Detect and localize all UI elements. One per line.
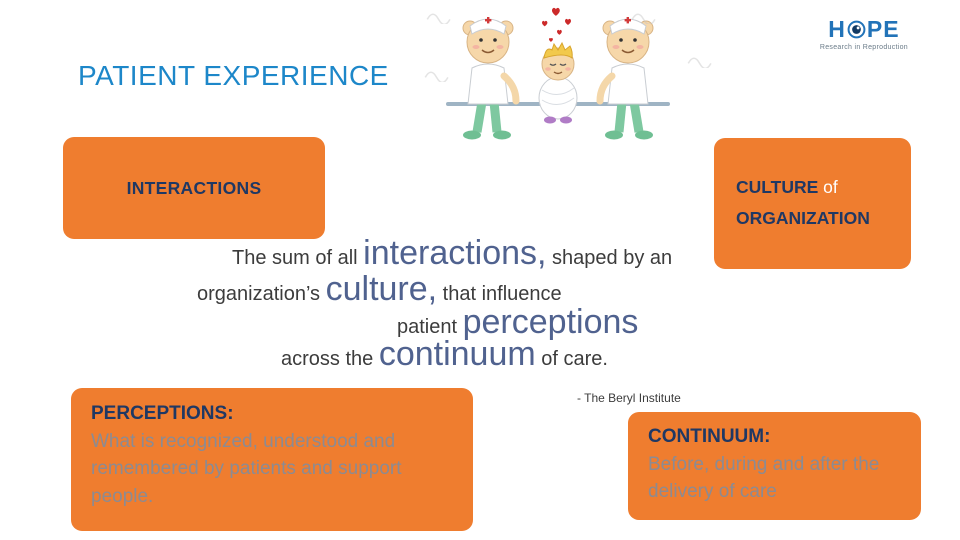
- patient-figure: [538, 41, 578, 124]
- hearts-icon: [542, 7, 571, 42]
- definition-line-4: across the continuum of care.: [281, 335, 608, 374]
- word-culture: culture,: [325, 270, 438, 308]
- watermark-squiggle-icon: [687, 57, 712, 68]
- organization-label: ORGANIZATION: [736, 208, 870, 228]
- continuum-box: CONTINUUM: Before, during and after the …: [628, 412, 921, 520]
- interactions-box: INTERACTIONS: [63, 137, 325, 239]
- perceptions-box: PERCEPTIONS: What is recognized, underst…: [71, 388, 473, 531]
- definition-text: patient: [397, 316, 463, 338]
- eye-icon: [847, 20, 866, 39]
- culture-of-organization-box: CULTURE of ORGANIZATION: [714, 138, 911, 269]
- clipart-nurses-and-patient-icon: [446, 7, 670, 144]
- culture-line-1: CULTURE of: [736, 172, 911, 203]
- logo-subtext: Research in Reproduction: [819, 44, 908, 51]
- word-perceptions: perceptions: [462, 303, 639, 341]
- definition-line-2: organization’s culture, that influence: [197, 270, 562, 309]
- perceptions-body: What is recognized, understood and remem…: [91, 430, 402, 507]
- hope-logo: H PE Research in Reproduction: [820, 16, 908, 51]
- definition-text: across the: [281, 348, 379, 370]
- interactions-label: INTERACTIONS: [126, 177, 262, 198]
- nurse-figure: [462, 17, 520, 140]
- definition-text: organization’s: [197, 283, 326, 305]
- logo-letter-h: H: [828, 16, 846, 42]
- continuum-heading: CONTINUUM:: [648, 426, 771, 447]
- attribution: - The Beryl Institute: [577, 391, 681, 405]
- definition-text: The sum of all: [232, 247, 364, 269]
- continuum-body: Before, during and after the delivery of…: [648, 453, 880, 503]
- hope-logo-wordmark: H PE: [820, 16, 908, 43]
- culture-label: CULTURE: [736, 177, 819, 197]
- definition-text: shaped by an: [546, 247, 673, 269]
- definition-line-3: patient perceptions: [397, 303, 638, 342]
- culture-of-label: of: [818, 177, 838, 197]
- page-title: PATIENT EXPERIENCE: [78, 60, 389, 91]
- definition-line-1: The sum of all interactions, shaped by a…: [232, 234, 672, 273]
- word-interactions: interactions,: [363, 234, 547, 272]
- definition-text: of care.: [535, 348, 608, 370]
- watermark-squiggle-icon: [424, 71, 449, 82]
- watermark-squiggle-icon: [426, 13, 451, 24]
- definition-text: that influence: [437, 283, 562, 305]
- word-continuum: continuum: [378, 335, 536, 373]
- perceptions-heading: PERCEPTIONS:: [91, 403, 234, 424]
- logo-letters-pe: PE: [866, 16, 900, 42]
- watermark-squiggle-icon: [631, 13, 656, 24]
